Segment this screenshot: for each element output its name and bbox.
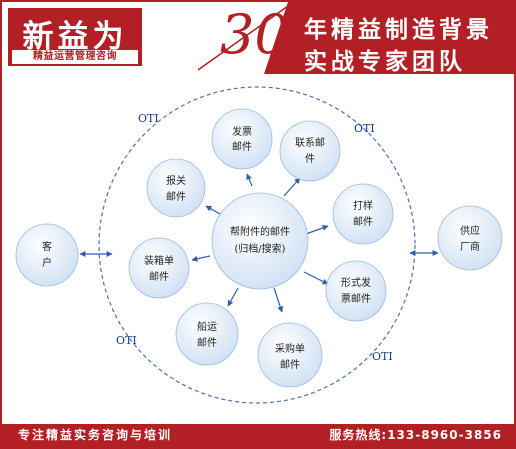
arrow-to-purchase bbox=[273, 287, 284, 313]
center-node: 帮附件的邮件 (归档/搜索) bbox=[211, 192, 309, 290]
satellite-purchase-line2: 邮件 bbox=[280, 358, 300, 371]
arrow-to-sample bbox=[305, 225, 329, 235]
oti-label-bottom-right: OTI bbox=[372, 350, 393, 363]
customer-node-line1: 客 bbox=[42, 240, 52, 253]
footer-slogan: 专注精益实务咨询与培训 bbox=[18, 428, 173, 442]
satellite-contact: 联系邮 件 bbox=[279, 120, 341, 182]
supplier-node: 供应 厂商 bbox=[437, 205, 503, 271]
satellite-contact-line1: 联系邮 bbox=[295, 136, 325, 149]
arrow-to-packing bbox=[191, 255, 211, 262]
supplier-node-line1: 供应 bbox=[460, 224, 480, 237]
center-node-line2: (归档/搜索) bbox=[234, 242, 285, 255]
satellite-customs-line1: 报关 bbox=[166, 174, 186, 187]
logo-title: 新益为 bbox=[22, 19, 128, 55]
header-slogan-line1: 年精益制造背景 bbox=[304, 17, 493, 43]
satellite-contact-line2: 件 bbox=[305, 153, 315, 165]
satellite-sample-line2: 邮件 bbox=[353, 215, 373, 228]
logo-subtitle: 精益运营管理咨询 bbox=[12, 50, 138, 64]
supplier-node-line2: 厂商 bbox=[460, 240, 480, 253]
header-banner: 新益为 精益运营管理咨询 30 年精益制造背景 实战专家团队 bbox=[2, 2, 514, 75]
oti-label-bottom-left: OTI bbox=[116, 334, 137, 347]
satellite-purchase-line1: 采购单 bbox=[275, 342, 305, 355]
satellite-invoice-line2: 邮件 bbox=[232, 140, 252, 153]
footer-bar: 专注精益实务咨询与培训 服务热线:133-8960-3856 bbox=[2, 424, 514, 447]
center-arrows bbox=[191, 173, 329, 313]
satellite-shipping-line2: 邮件 bbox=[197, 336, 217, 349]
satellite-sample-line1: 打样 bbox=[353, 199, 373, 212]
satellite-shipping-line1: 船运 bbox=[197, 320, 217, 333]
satellite-packing: 装箱单 邮件 bbox=[128, 237, 190, 299]
header-band bbox=[197, 2, 514, 74]
satellite-customs: 报关 邮件 bbox=[146, 158, 206, 218]
satellite-shipping: 船运 邮件 bbox=[175, 302, 239, 366]
satellite-packing-line1: 装箱单 bbox=[144, 254, 174, 267]
satellite-proforma: 形式发 票邮件 bbox=[325, 260, 387, 322]
satellite-sample: 打样 邮件 bbox=[332, 183, 394, 245]
arrow-to-invoice bbox=[246, 173, 253, 187]
customer-node: 客 户 bbox=[15, 223, 79, 287]
footer-hotline: 服务热线:133-8960-3856 bbox=[329, 428, 502, 442]
logo: 新益为 精益运营管理咨询 bbox=[8, 8, 142, 66]
oti-boundary-circle bbox=[98, 86, 416, 404]
satellite-proforma-line1: 形式发 bbox=[341, 276, 371, 289]
satellite-customs-line2: 邮件 bbox=[166, 190, 186, 203]
satellite-invoice: 发票 邮件 bbox=[211, 108, 273, 170]
header-number: 30 bbox=[220, 3, 289, 66]
arrow-to-contact bbox=[283, 177, 301, 197]
oti-label-top-left: OTI bbox=[138, 112, 159, 125]
satellite-proforma-line2: 票邮件 bbox=[341, 292, 371, 305]
satellite-purchase: 采购单 邮件 bbox=[257, 322, 323, 388]
arrow-to-shipping bbox=[227, 287, 239, 307]
arrow-to-proforma bbox=[303, 271, 329, 285]
customer-node-line2: 户 bbox=[42, 256, 52, 269]
oti-label-top-right: OTI bbox=[354, 122, 375, 135]
center-node-line1: 帮附件的邮件 bbox=[230, 225, 290, 238]
header-slogan-line2: 实战专家团队 bbox=[304, 49, 466, 75]
email-flow-diagram: 帮附件的邮件 (归档/搜索) 发票 邮件 联系邮 件 打样 邮件 形式发 票邮件… bbox=[15, 86, 503, 404]
arrow-to-customs bbox=[205, 205, 221, 215]
satellite-packing-line2: 邮件 bbox=[149, 270, 169, 283]
satellite-invoice-line1: 发票 bbox=[232, 125, 252, 138]
